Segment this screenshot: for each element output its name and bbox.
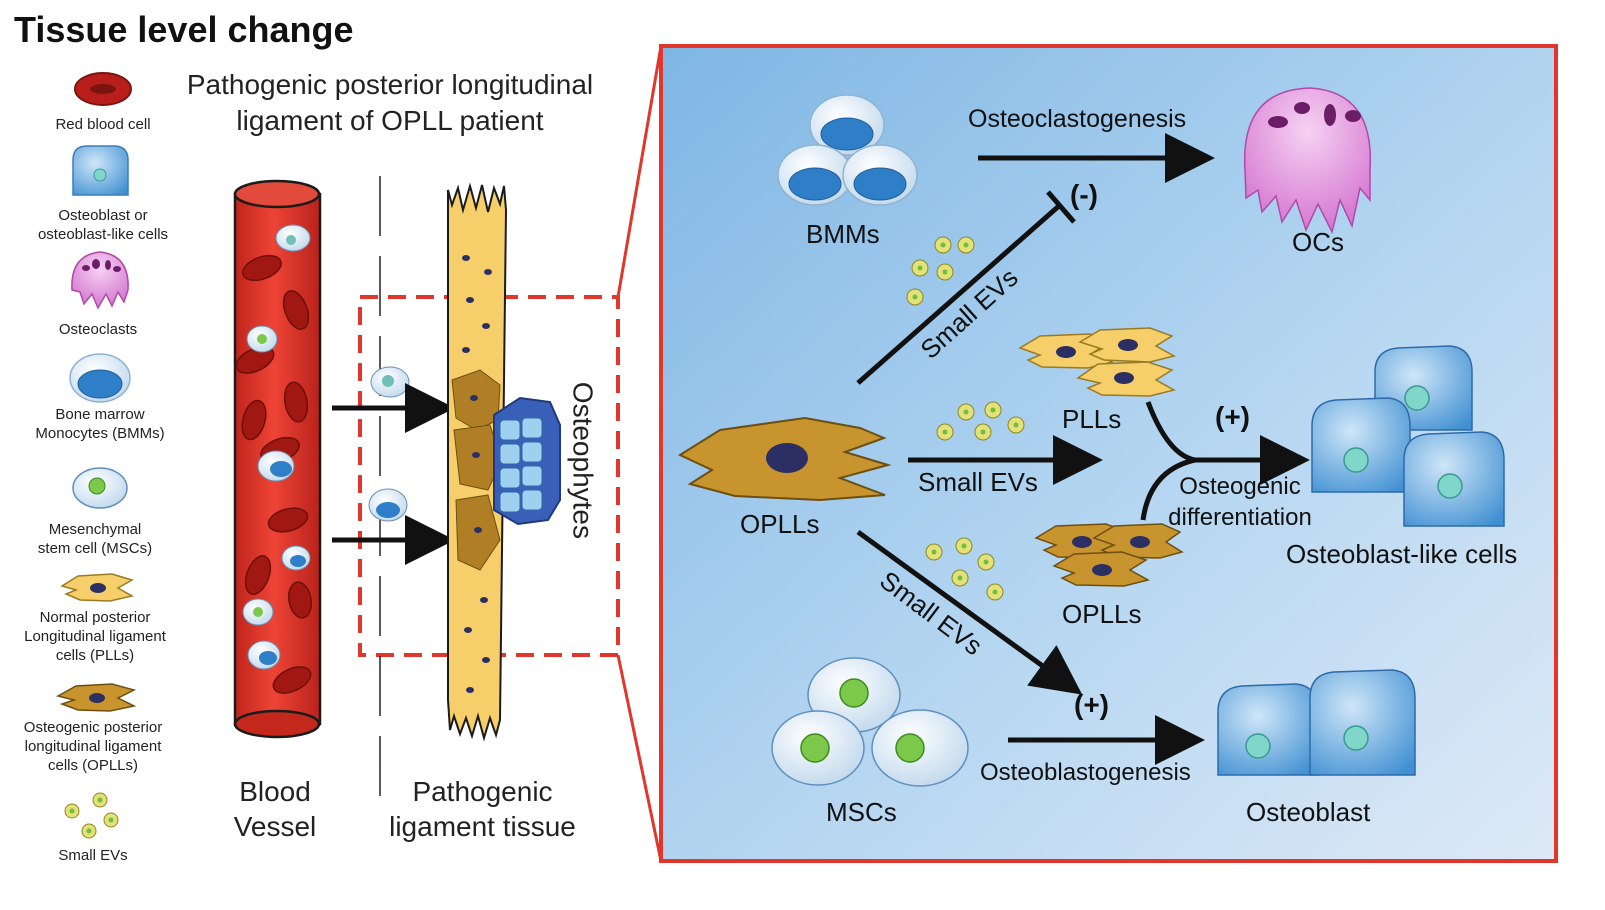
ocs-cell bbox=[1243, 87, 1372, 235]
figure-title: Tissue level change bbox=[14, 9, 354, 50]
ocs-label: OCs bbox=[1292, 227, 1344, 257]
migrating-msc bbox=[370, 366, 410, 398]
legend-opll-label-3: cells (OPLLs) bbox=[47, 757, 139, 774]
legend-msc-label-1: Mesenchymal bbox=[48, 521, 142, 538]
osteoblast-cells bbox=[1217, 669, 1416, 776]
zoom-line-top bbox=[616, 45, 663, 298]
evs-middle bbox=[936, 401, 1025, 441]
inhibition-line bbox=[856, 203, 1062, 385]
legend-msc-icon bbox=[72, 467, 128, 509]
ligament-cells bbox=[462, 255, 492, 693]
oplls-center-label: OPLLs bbox=[740, 509, 820, 539]
osteogenic-label-1: Osteogenic bbox=[1179, 473, 1301, 500]
vessel-red-blood-cells bbox=[235, 254, 313, 694]
legend-opll-icon bbox=[55, 683, 137, 712]
plus-sign-top: (+) bbox=[1215, 401, 1250, 432]
osteoblast-label: Osteoblast bbox=[1246, 797, 1371, 827]
osteoblast-like-cells bbox=[1311, 345, 1505, 527]
ligament-oplls-nuclei bbox=[470, 395, 482, 533]
mscs-label: MSCs bbox=[826, 797, 897, 827]
plls-nuclei bbox=[1056, 339, 1138, 384]
legend-bmm-label-1: Bone marrow bbox=[55, 406, 145, 423]
legend-osteoclast-icon bbox=[71, 251, 129, 310]
osteogenic-label-2: differentiation bbox=[1168, 504, 1312, 531]
zoom-line-bottom bbox=[616, 654, 663, 862]
legend-pll-label-3: cells (PLLs) bbox=[55, 647, 135, 664]
vessel-white-cells bbox=[242, 224, 311, 670]
osteoblastogenesis-label: Osteoblastogenesis bbox=[980, 759, 1191, 786]
small-evs-mid-label: Small EVs bbox=[918, 467, 1038, 497]
small-evs-down-arrow bbox=[856, 529, 1083, 695]
bmms-cluster bbox=[777, 94, 918, 206]
inhibition-sign: (-) bbox=[1070, 179, 1098, 210]
legend-bmm-icon bbox=[69, 353, 131, 403]
legend-evs-icon bbox=[64, 792, 119, 839]
osteoblast-like-label: Osteoblast-like cells bbox=[1286, 539, 1518, 569]
legend-osteoblast-label-1: Osteoblast or bbox=[58, 207, 148, 224]
evs-lower bbox=[925, 537, 1004, 601]
oplls-center-cell bbox=[677, 416, 892, 502]
legend-osteoblast-icon bbox=[72, 145, 129, 196]
legend-rbc-icon bbox=[74, 72, 132, 106]
legend-pll-label-2: Longitudinal ligament bbox=[24, 628, 166, 645]
legend-pll-label-1: Normal posterior bbox=[39, 609, 151, 626]
blood-vessel-label-2: Vessel bbox=[233, 811, 317, 842]
plus-sign-bottom: (+) bbox=[1074, 689, 1109, 720]
legend-osteoblast-label-2: osteoblast-like cells bbox=[37, 226, 169, 243]
header-text-2: ligament of OPLL patient bbox=[236, 105, 544, 136]
oplls-right-label: OPLLs bbox=[1062, 599, 1142, 629]
mscs-cluster bbox=[771, 657, 969, 787]
legend-osteoclast-label: Osteoclasts bbox=[58, 321, 138, 338]
legend-opll-label-2: longitudinal ligament bbox=[24, 738, 162, 755]
blood-vessel-label-1: Blood bbox=[239, 776, 311, 807]
legend-msc-label-2: stem cell (MSCs) bbox=[37, 540, 153, 557]
osteophytes-label: Osteophytes bbox=[567, 381, 599, 539]
header-text-1: Pathogenic posterior longitudinal bbox=[186, 69, 594, 100]
inhibition-bar bbox=[1046, 190, 1076, 224]
plls-label: PLLs bbox=[1062, 404, 1122, 434]
osteoclastogenesis-label: Osteoclastogenesis bbox=[968, 105, 1187, 133]
oplls-right-nuclei bbox=[1072, 536, 1150, 576]
legend-pll-icon bbox=[60, 573, 135, 602]
legend-rbc-label: Red blood cell bbox=[55, 116, 151, 133]
evs-upper bbox=[906, 236, 975, 306]
legend-evs-label: Small EVs bbox=[58, 847, 128, 864]
ligament-tissue-label-2: ligament tissue bbox=[389, 811, 576, 842]
migrating-bmm bbox=[368, 488, 408, 522]
bmms-label: BMMs bbox=[806, 219, 880, 249]
legend-opll-label-1: Osteogenic posterior bbox=[23, 719, 163, 736]
osteophyte-block bbox=[493, 396, 561, 526]
ligament-tissue-label-1: Pathogenic bbox=[412, 776, 553, 807]
legend-bmm-label-2: Monocytes (BMMs) bbox=[35, 425, 165, 442]
merge-curve-bottom bbox=[1140, 457, 1196, 521]
